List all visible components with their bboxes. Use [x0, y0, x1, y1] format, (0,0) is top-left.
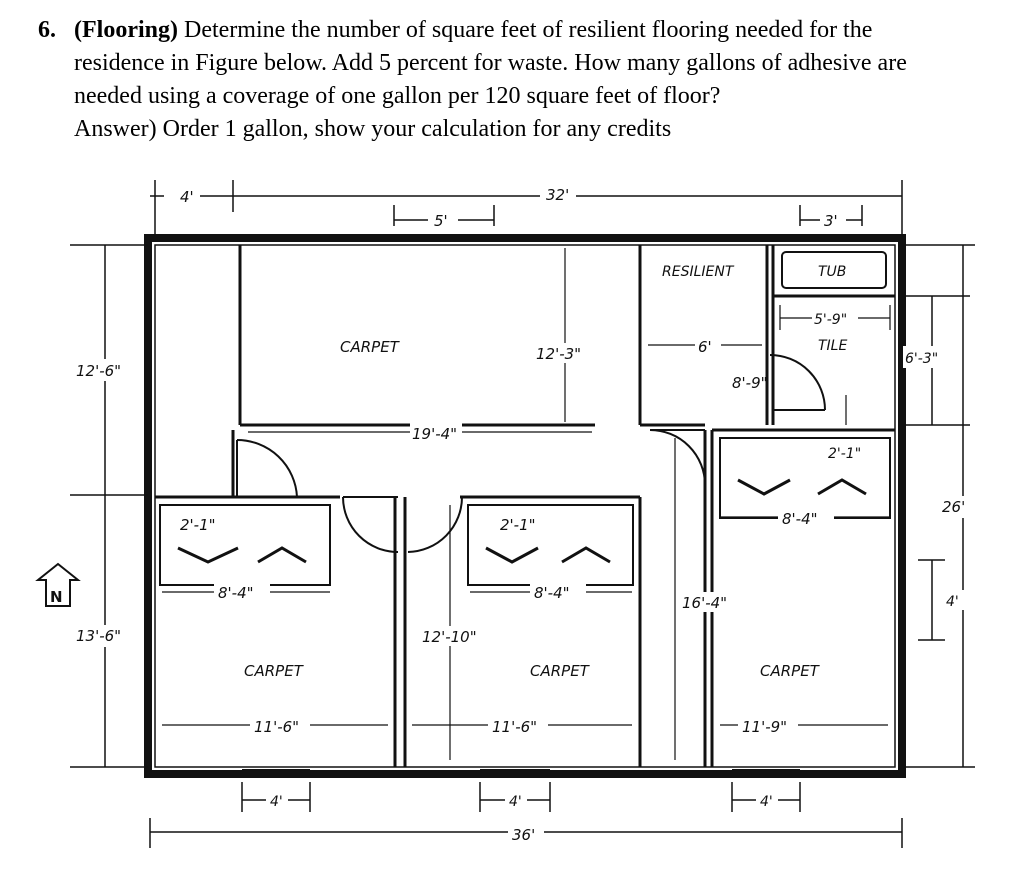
- room-label-bed2: CARPET: [530, 662, 591, 680]
- room-label-tub: TUB: [818, 264, 846, 280]
- closet-3: [719, 437, 891, 519]
- question-line-2: residence in Figure below. Add 5 percent…: [74, 50, 907, 76]
- room-label-bed3: CARPET: [760, 662, 821, 680]
- tub: [781, 251, 887, 289]
- answer-line: Answer) Order 1 gallon, show your calcul…: [74, 116, 672, 142]
- dim-closet3-depth: 2'-1": [828, 446, 861, 462]
- dim-overall-top: 32': [546, 186, 569, 204]
- room-label-tile: TILE: [818, 338, 847, 354]
- dim-bottom-window-3: 4': [760, 794, 773, 810]
- dim-resilient-width: 6': [698, 338, 712, 356]
- dim-closet3-width: 8'-4": [782, 510, 818, 528]
- north-label: N: [50, 588, 63, 606]
- north-arrow-icon: N: [35, 562, 81, 607]
- outer-wall-inner-line: [154, 244, 896, 768]
- room-label-bed1: CARPET: [244, 662, 305, 680]
- dim-left-13-6: 13'-6": [76, 627, 121, 645]
- question-topic: (Flooring): [74, 17, 178, 43]
- room-label-living: CARPET: [340, 338, 401, 356]
- dim-right-4: 4': [946, 594, 959, 610]
- dim-window-3: 3': [824, 212, 838, 230]
- dim-tile-width: 5'-9": [814, 312, 847, 328]
- dim-bottom-window-2: 4': [509, 794, 522, 810]
- dim-right-26: 26': [942, 498, 965, 516]
- dim-window-5: 5': [434, 212, 448, 230]
- question-line-3: needed using a coverage of one gallon pe…: [74, 83, 721, 109]
- dim-bottom-window-1: 4': [270, 794, 283, 810]
- left-dimension: [70, 244, 148, 768]
- dim-closet1-width: 8'-4": [218, 584, 254, 602]
- closet-doors: [177, 478, 867, 564]
- dim-hall-8-9: 8'-9": [732, 374, 768, 392]
- dim-living-height: 12'-3": [536, 345, 581, 363]
- top-dimension: [150, 180, 903, 236]
- dim-top-left-4: 4': [180, 188, 194, 206]
- question-line-1: 6. (Flooring) Determine the number of squ…: [38, 14, 998, 47]
- dim-overall-bottom: 36': [512, 826, 535, 844]
- dim-bed1-width: 11'-6": [254, 718, 299, 736]
- closet-2: [467, 504, 634, 586]
- dim-right-6-3: 6'-3": [905, 351, 938, 367]
- dim-left-12-6: 12'-6": [76, 362, 121, 380]
- floor-plan: 4' 32' 5' 3' 12'-6" 13'-6" N: [35, 180, 975, 848]
- question-text: 6. (Flooring) Determine the number of squ…: [38, 14, 998, 146]
- outer-wall: [144, 234, 906, 778]
- dim-bed3-height: 16'-4": [682, 594, 727, 612]
- dim-hall-12-10: 12'-10": [422, 628, 477, 646]
- room-label-resilient: RESILIENT: [662, 264, 735, 280]
- door-swings: [236, 354, 826, 553]
- question-line-1-text: Determine the number of square feet of r…: [183, 17, 873, 43]
- dim-closet1-depth: 2'-1": [180, 516, 216, 534]
- dim-bed2-width: 11'-6": [492, 718, 537, 736]
- dim-bed3-width: 11'-9": [742, 718, 787, 736]
- question-number: 6.: [38, 17, 56, 43]
- dim-closet2-width: 8'-4": [534, 584, 570, 602]
- dim-living-width: 19'-4": [412, 425, 457, 443]
- dim-closet2-depth: 2'-1": [500, 516, 536, 534]
